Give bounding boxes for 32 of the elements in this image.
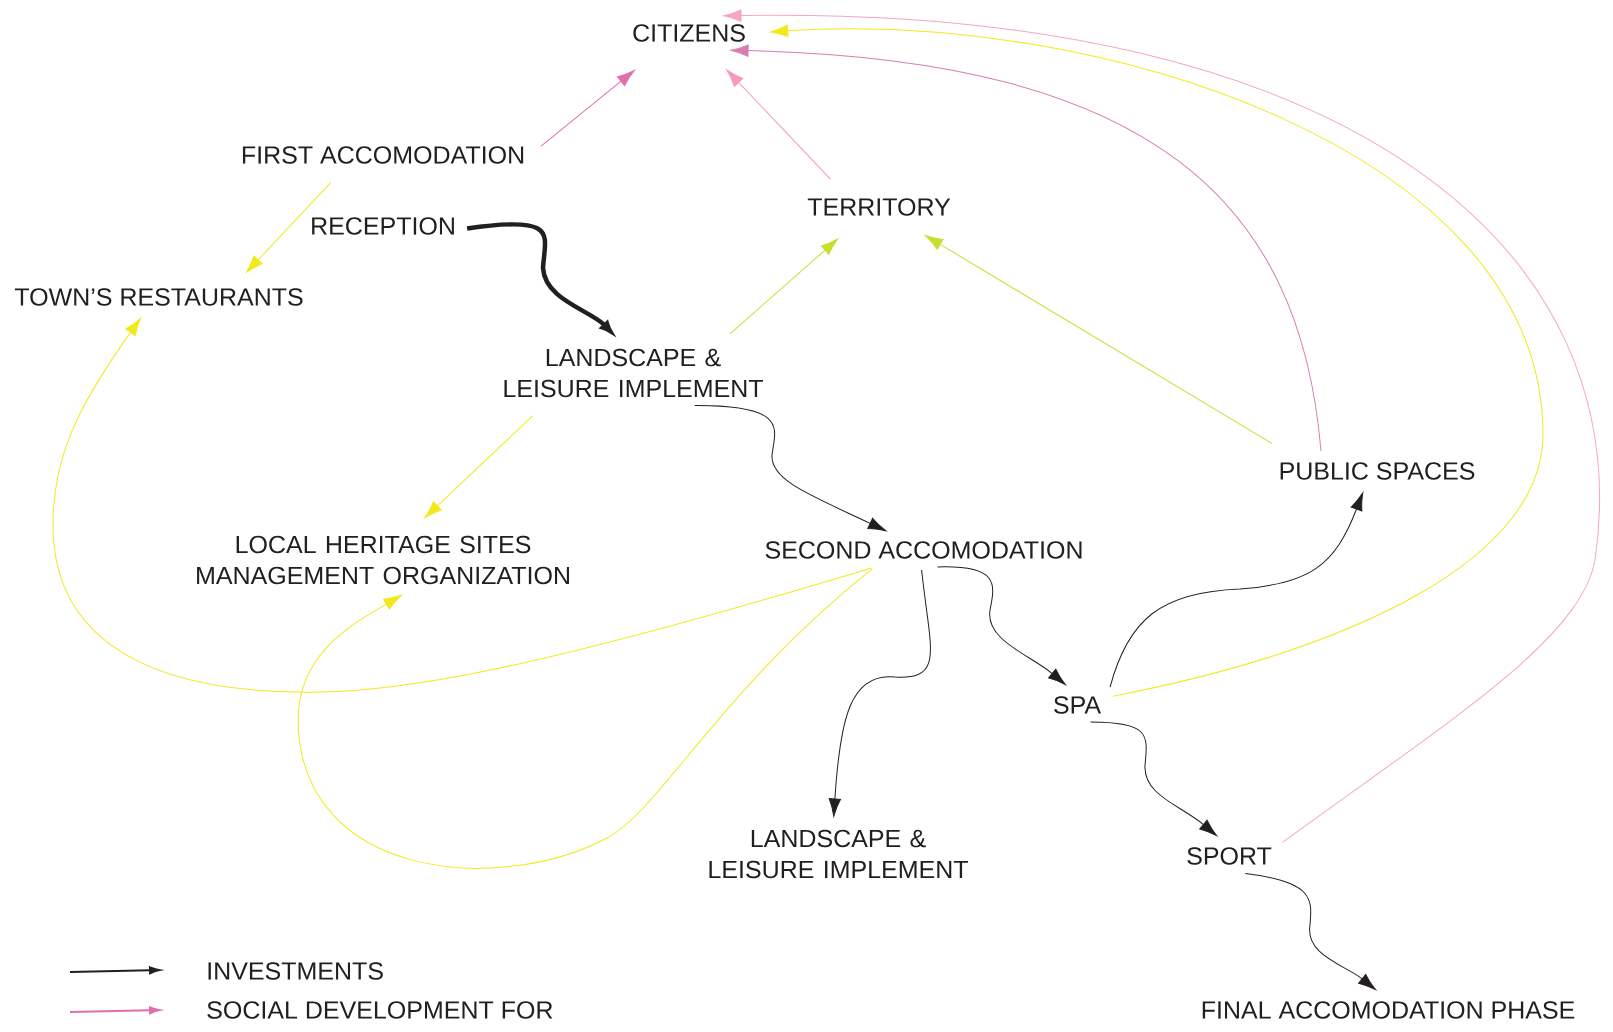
arrow [297, 568, 873, 869]
concept-label: TOWN’S RESTAURANTS [14, 288, 303, 306]
arrow [729, 238, 839, 335]
arrow [924, 235, 1273, 445]
concept-label: FINAL ACCOMODATION PHASE [1202, 1001, 1575, 1019]
legend-label: SOCIAL DEVELOPMENT FOR [207, 1001, 553, 1019]
concept-label: CITIZENS [633, 24, 745, 42]
arrow [52, 317, 873, 693]
concept-label: SPORT [1187, 847, 1272, 865]
legend-label: INVESTMENTS [208, 962, 383, 980]
arrow [424, 415, 534, 519]
concept-label: LANDSCAPE & LEISURE IMPLEMENT [709, 829, 968, 879]
arrow [1090, 721, 1218, 836]
concept-label: SECOND ACCOMODATION [765, 541, 1082, 559]
arrow [937, 566, 1066, 685]
arrow [828, 569, 931, 817]
arrow [730, 44, 1322, 452]
concept-label: LOCAL HERITAGE SITES MANAGEMENT ORGANIZATION [197, 535, 569, 585]
arrow [1244, 872, 1376, 991]
concept-label: SPA [1054, 696, 1102, 714]
arrow [723, 9, 1600, 843]
concept-label: TERRITORY [807, 198, 951, 216]
arrow [245, 182, 331, 273]
arrow [726, 69, 831, 180]
arrow [770, 24, 1544, 697]
arrow [540, 69, 635, 147]
concept-label: RECEPTION [312, 217, 454, 235]
arrow [694, 405, 887, 532]
arrow [1109, 492, 1364, 688]
concept-label: FIRST ACCOMODATION [242, 146, 524, 164]
concept-label: PUBLIC SPACES [1280, 462, 1475, 480]
concept-label: LANDSCAPE & LEISURE IMPLEMENT [504, 348, 763, 398]
